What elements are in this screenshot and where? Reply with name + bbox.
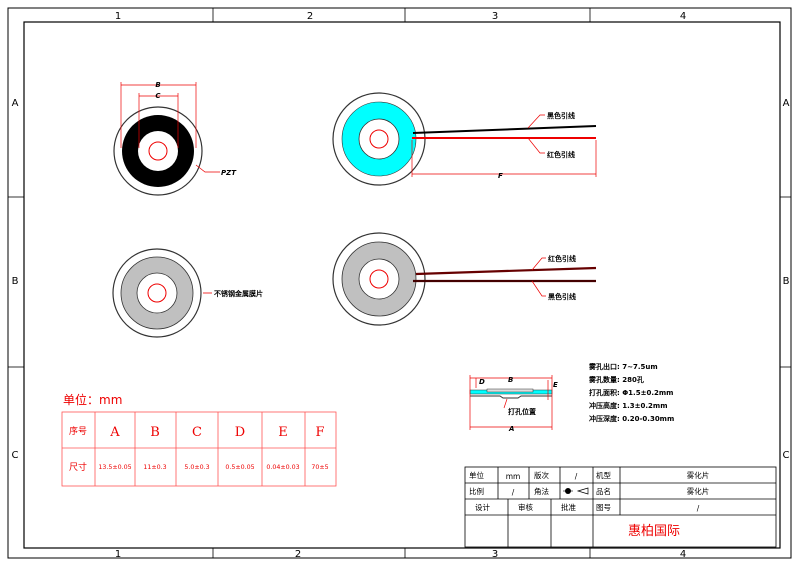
company-name: 惠柏国际: [628, 524, 680, 539]
spec-item: 打孔面积: Φ1.5±0.2mm: [589, 388, 673, 397]
dim-b-label: B: [508, 376, 513, 384]
col-b: B: [150, 425, 160, 440]
version-label: 版次: [534, 470, 549, 480]
zone-top-2: 2: [307, 11, 313, 22]
dim-b-label: B: [155, 81, 160, 89]
col-d: D: [235, 425, 245, 440]
zone-top-4: 4: [680, 11, 686, 22]
approve-label: 批准: [561, 502, 576, 512]
value-b: 11±0.3: [143, 464, 166, 471]
inner-border: [23, 21, 781, 549]
zone-labels: 1 2 3 4 1 2 3 4 A B C A B C: [12, 11, 790, 560]
metal-plate-label: 不锈钢金属膜片: [214, 289, 263, 298]
dim-a-label: A: [508, 425, 514, 433]
unit-label: 单位：mm: [63, 392, 122, 407]
view-assembly-wired-top: 黑色引线 红色引线 F: [332, 92, 597, 186]
zone-bottom-3: 3: [492, 549, 498, 560]
model-label: 机型: [596, 470, 611, 480]
zone-top-3: 3: [492, 11, 498, 22]
projection-label: 角法: [534, 486, 549, 496]
zone-bottom-1: 1: [115, 549, 121, 560]
zone-left-c: C: [12, 450, 19, 461]
dim-f-label: F: [498, 172, 503, 180]
title-block: 单位 mm 版次 / 机型 雾化片 比例 / 角法 品名 雾化片 设计 审核 批…: [464, 466, 777, 548]
red-wire: [415, 266, 597, 276]
outer-border: [7, 7, 792, 559]
zone-left-a: A: [12, 98, 19, 109]
dimension-table: 单位：mm 序号 尺寸 A B C D E F 13.5±0.05 11±0.3…: [61, 392, 337, 487]
scale-label: 比例: [469, 486, 484, 496]
black-wire-label: 黑色引线: [547, 111, 575, 120]
black-wire: [412, 125, 597, 134]
zone-right-b: B: [783, 276, 790, 287]
view-pzt-top: B C PZT: [113, 81, 237, 196]
drawing-no-value: /: [697, 504, 700, 513]
zone-bottom-2: 2: [295, 549, 301, 560]
red-wire-label: 红色引线: [547, 150, 575, 159]
view-cross-section: D B E A 打孔位置: [469, 375, 558, 433]
dim-c-label: C: [155, 92, 161, 100]
dim-e-label: E: [553, 381, 558, 389]
zone-right-c: C: [783, 450, 790, 461]
spec-item: 雾孔数量: 280孔: [588, 375, 644, 384]
zone-bottom-4: 4: [680, 549, 686, 560]
value-f: 70±5: [311, 464, 328, 471]
col-f: F: [315, 425, 324, 440]
zone-right-a: A: [783, 98, 790, 109]
zone-left-b: B: [12, 276, 19, 287]
value-e: 0.04±0.03: [266, 464, 299, 471]
unit-label: 单位: [469, 470, 484, 480]
model-value: 雾化片: [687, 470, 710, 480]
hole-position-label: 打孔位置: [508, 407, 536, 416]
dim-d-label: D: [479, 378, 485, 386]
pzt-label: PZT: [221, 169, 237, 177]
spec-item: 冲压深度: 0.20-0.30mm: [589, 414, 674, 423]
projection-symbol-icon: [563, 487, 589, 495]
review-label: 审核: [518, 502, 533, 512]
zone-dividers: [8, 8, 791, 558]
col-e: E: [278, 425, 288, 440]
name-label: 品名: [596, 486, 611, 496]
name-value: 雾化片: [687, 486, 710, 496]
spec-item: 雾孔出口: 7~7.5um: [588, 362, 658, 371]
red-wire-label: 红色引线: [548, 254, 576, 263]
view-metal-plate: 不锈钢金属膜片: [112, 248, 263, 338]
col-a: A: [109, 425, 120, 440]
value-d: 0.5±0.05: [225, 464, 254, 471]
design-label: 设计: [475, 502, 490, 512]
spec-list: 雾孔出口: 7~7.5um 雾孔数量: 280孔 打孔面积: Φ1.5±0.2m…: [588, 362, 674, 423]
value-a: 13.5±0.05: [98, 464, 131, 471]
header-index: 序号: [69, 425, 87, 437]
drawing-no-label: 图号: [596, 503, 611, 512]
version-value: /: [575, 472, 578, 481]
header-size: 尺寸: [69, 461, 87, 473]
view-assembly-wired-bottom: 红色引线 黑色引线: [332, 232, 597, 326]
zone-top-1: 1: [115, 11, 121, 22]
value-c: 5.0±0.3: [184, 464, 209, 471]
spec-item: 冲压高度: 1.3±0.2mm: [589, 401, 668, 410]
unit-value: mm: [506, 472, 521, 481]
scale-value: /: [512, 488, 515, 497]
col-c: C: [192, 425, 202, 440]
black-wire-label: 黑色引线: [548, 292, 576, 301]
